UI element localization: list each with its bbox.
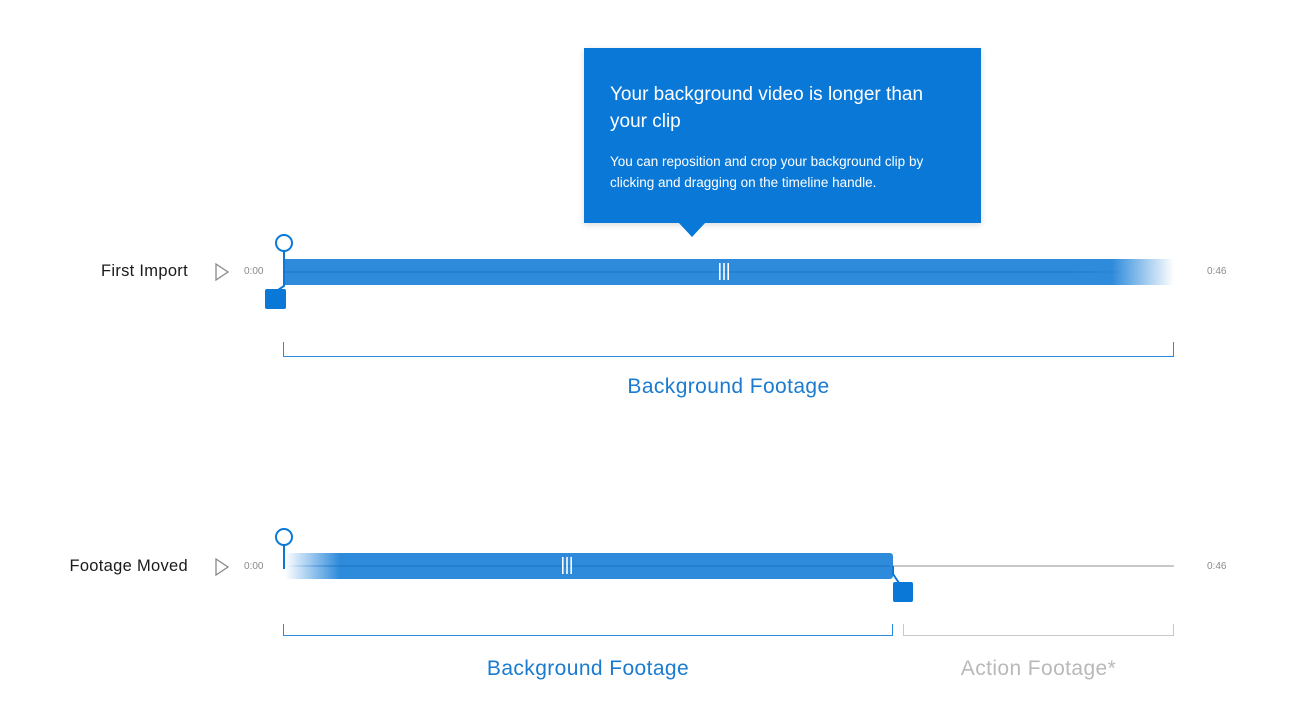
segment-bracket-background xyxy=(283,342,1174,357)
tooltip-arrow xyxy=(678,222,706,237)
playhead-line xyxy=(283,250,285,283)
clip-center-line xyxy=(285,565,890,567)
grip-icon[interactable] xyxy=(561,557,573,574)
start-time-first-import: 0:00 xyxy=(244,266,264,277)
play-icon xyxy=(215,557,230,577)
end-time-first-import: 0:46 xyxy=(1207,266,1227,277)
trim-handle-start[interactable] xyxy=(264,278,288,310)
playhead-handle[interactable] xyxy=(275,234,293,252)
row-label-first-import: First Import xyxy=(100,262,188,280)
segment-label-background: Background Footage xyxy=(486,657,690,680)
tooltip-body: You can reposition and crop your backgro… xyxy=(610,154,924,190)
playhead-handle[interactable] xyxy=(275,528,293,546)
play-icon xyxy=(215,262,230,282)
segment-label-background: Background Footage xyxy=(627,375,830,398)
segment-bracket-background xyxy=(283,624,893,636)
play-button-first-import[interactable] xyxy=(214,262,230,286)
segment-label-action: Action Footage* xyxy=(960,657,1117,680)
grip-icon[interactable] xyxy=(718,263,730,280)
segment-bracket-action xyxy=(903,624,1174,636)
end-time-footage-moved: 0:46 xyxy=(1207,561,1227,572)
start-time-footage-moved: 0:00 xyxy=(244,561,264,572)
tooltip-title: Your background video is longer than you… xyxy=(610,84,924,132)
playhead-line xyxy=(283,545,285,569)
tooltip: Your background video is longer than you… xyxy=(584,48,981,223)
clip-center-line xyxy=(285,271,1125,273)
timeline-track xyxy=(890,565,1174,567)
play-button-footage-moved[interactable] xyxy=(214,557,230,581)
trim-handle-end[interactable] xyxy=(890,566,916,604)
row-label-footage-moved: Footage Moved xyxy=(69,557,188,575)
